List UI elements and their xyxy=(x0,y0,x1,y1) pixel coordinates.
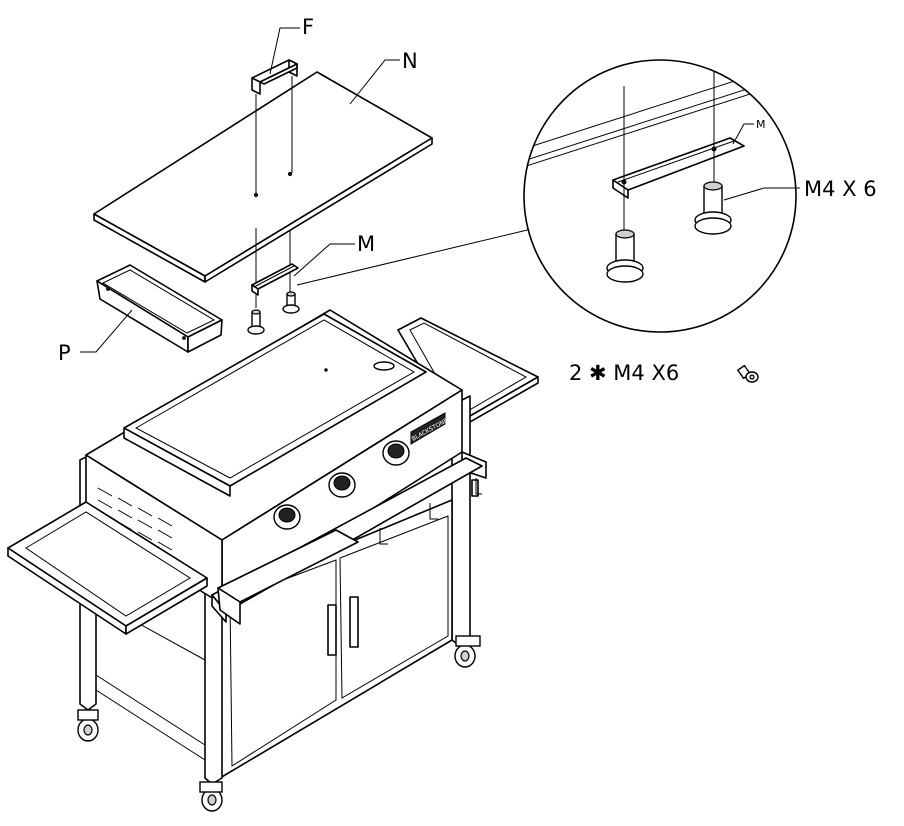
detail-screw-leader xyxy=(723,187,800,201)
leader-m xyxy=(293,243,355,277)
detail-label-screw: M4 X 6 xyxy=(804,177,877,201)
leader-n xyxy=(349,59,400,105)
label-p: P xyxy=(58,341,71,365)
detail-callout: M xyxy=(523,59,800,333)
grease-tray-p xyxy=(96,264,223,353)
griddle-grill xyxy=(7,309,539,812)
label-m: M xyxy=(357,232,375,256)
label-f: F xyxy=(302,15,314,39)
side-shelf-left xyxy=(7,501,208,635)
leader-p xyxy=(80,309,133,353)
detail-screw-right xyxy=(694,181,732,235)
screw-right xyxy=(282,291,300,314)
leader-f xyxy=(269,27,300,75)
lid-handle-f xyxy=(251,59,298,194)
detail-label-m: M xyxy=(756,118,766,131)
control-knobs xyxy=(273,440,410,530)
griddle-top xyxy=(123,313,427,497)
hardware-note: 2 ✱ M4 X6 xyxy=(569,361,679,385)
brand-plate xyxy=(410,412,446,445)
griddle-lid-n xyxy=(93,71,433,283)
screw-left xyxy=(247,309,265,335)
detail-screw-left xyxy=(606,229,644,283)
detail-connector xyxy=(296,225,545,286)
screw-icon xyxy=(736,364,759,383)
label-n: N xyxy=(402,49,418,73)
bracket-m xyxy=(251,228,299,308)
side-shelf-right xyxy=(397,317,539,427)
side-vents xyxy=(97,487,173,551)
caster-wheels xyxy=(77,635,481,812)
